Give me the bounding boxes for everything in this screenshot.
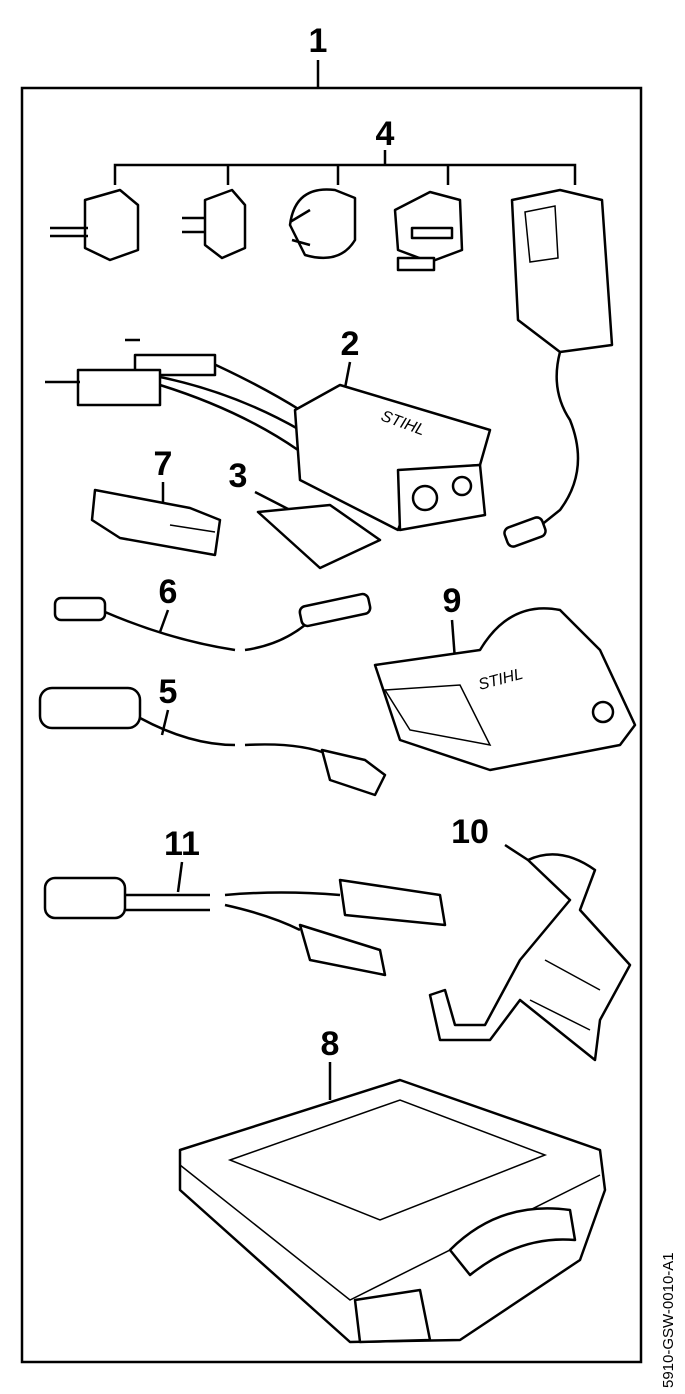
- cable-5: [38, 686, 387, 797]
- leader-11: [176, 861, 184, 893]
- holder-10: [428, 853, 632, 1062]
- power-supply: [503, 188, 614, 548]
- leader-3: [254, 490, 291, 512]
- label-4: 4: [376, 115, 395, 153]
- label-8: 8: [321, 1025, 340, 1063]
- label-6: 6: [159, 573, 178, 611]
- label-7: 7: [154, 445, 173, 483]
- cable-11: [43, 876, 447, 977]
- card: [256, 503, 382, 570]
- leader-2: [343, 361, 352, 389]
- leader-4: [113, 150, 577, 185]
- plug-adapter-eu: [50, 188, 140, 262]
- plug-adapter-uk: [393, 190, 464, 272]
- label-3: 3: [229, 457, 248, 495]
- carrying-case: [178, 1078, 607, 1344]
- plug-adapter-au: [288, 188, 357, 260]
- label-11: 11: [164, 825, 200, 863]
- leader-5: [160, 709, 170, 736]
- diagnostic-interface: STIHL: [45, 338, 492, 532]
- usb-stick: [90, 488, 222, 557]
- cable-6: [53, 592, 372, 652]
- drawing-code: 5910-GSW-0010-A1: [660, 1252, 677, 1388]
- label-1: 1: [309, 22, 328, 60]
- label-10: 10: [451, 813, 489, 851]
- label-9: 9: [443, 582, 462, 620]
- kit-frame: [20, 86, 643, 1364]
- label-5: 5: [159, 673, 178, 711]
- plug-adapter-us: [182, 188, 247, 260]
- holder-9: STIHL: [373, 607, 637, 772]
- label-2: 2: [341, 325, 360, 363]
- leader-6: [158, 609, 170, 633]
- leader-10: [504, 843, 529, 862]
